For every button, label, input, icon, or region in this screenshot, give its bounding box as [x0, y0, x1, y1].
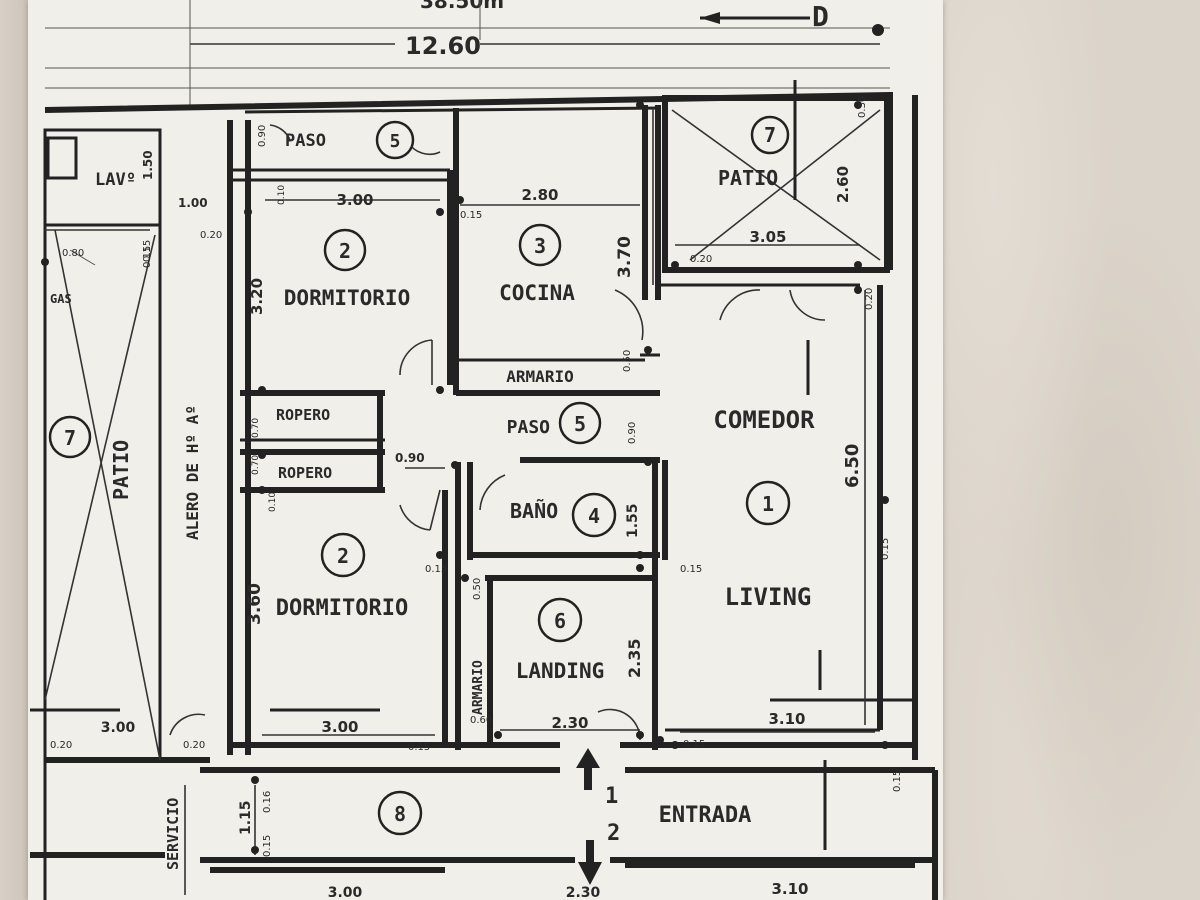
svg-text:0.16: 0.16	[262, 791, 273, 813]
svg-text:0.15: 0.15	[880, 538, 891, 560]
living-label: LIVING	[725, 583, 812, 611]
patio-left-number: 7	[64, 426, 76, 450]
patio-right-number: 7	[764, 123, 776, 147]
cocina-label: COCINA	[499, 281, 575, 305]
svg-text:0.15: 0.15	[683, 739, 705, 750]
ropero2-label: ROPERO	[278, 464, 332, 482]
dim-3-00-bottom: 3.00	[321, 718, 358, 736]
svg-text:0.20: 0.20	[690, 254, 712, 265]
paso-top-label: PASO	[285, 131, 326, 151]
dim-1-15: 1.15	[238, 800, 254, 835]
svg-text:0.60: 0.60	[470, 715, 492, 726]
entry-arrow-1: 1	[605, 784, 618, 809]
dorm1-label: DORMITORIO	[284, 286, 410, 310]
entry-arrows: 1 2	[576, 748, 620, 885]
bano-number: 4	[588, 504, 600, 528]
landing-number: 6	[554, 609, 566, 633]
dim-3-00-foot: 3.00	[328, 885, 363, 900]
dim-3-10-foot: 3.10	[771, 880, 808, 898]
arrow-left-icon	[700, 12, 720, 24]
svg-text:0.15: 0.15	[425, 564, 447, 575]
svg-text:0.20: 0.20	[200, 230, 222, 241]
dorm2-label: DORMITORIO	[276, 596, 408, 621]
landing-label: LANDING	[516, 659, 605, 683]
patio-right-label: PATIO	[718, 166, 778, 190]
svg-text:0.20: 0.20	[183, 740, 205, 751]
living-number: 1	[762, 492, 774, 516]
axis-label-d: D	[812, 0, 829, 33]
svg-text:0.10: 0.10	[268, 492, 278, 512]
entrada-label: ENTRADA	[659, 803, 752, 828]
svg-text:0.10: 0.10	[277, 185, 287, 205]
svg-text:0.15: 0.15	[460, 210, 482, 221]
svg-text:0.15: 0.15	[262, 835, 273, 857]
dim-2-80: 2.80	[521, 186, 558, 204]
entrada-number: 8	[394, 802, 406, 826]
arrow-down-icon	[578, 840, 602, 885]
walls	[30, 80, 938, 900]
wall-thickness-labels: 0.15 0.15 0.15 0.15 0.15 0.15 0.15 0.15 …	[50, 96, 903, 857]
room-labels: PASO 5 7 PATIO LAVº GAS 2 DORMITORIO 3 C…	[50, 123, 815, 870]
dim-2-60: 2.60	[834, 166, 852, 203]
dim-3-20: 3.20	[248, 278, 266, 315]
svg-text:0.90: 0.90	[627, 422, 638, 444]
dim-12-60: 12.60	[405, 32, 481, 60]
armario1-label: ARMARIO	[506, 367, 573, 386]
dim-2-30: 2.30	[551, 714, 588, 732]
dimension-labels: 3.00 2.80 3.70 2.60 3.05 3.20 6.50 1.55 …	[101, 150, 863, 900]
arrow-up-icon	[576, 748, 600, 790]
dim-3-00-left: 3.00	[101, 720, 136, 736]
lav-label: LAVº	[95, 170, 136, 190]
svg-text:0.30: 0.30	[857, 96, 868, 118]
svg-text:0.70: 0.70	[251, 455, 261, 475]
svg-text:0.90: 0.90	[257, 125, 268, 147]
dim-38-50: 38.50m	[420, 0, 504, 13]
dim-1-00: 1.00	[178, 196, 208, 210]
svg-text:0.15: 0.15	[408, 742, 430, 753]
comedor-label: COMEDOR	[713, 406, 815, 434]
svg-text:0.20: 0.20	[864, 288, 875, 310]
svg-text:0.15: 0.15	[680, 564, 702, 575]
svg-text:0.80: 0.80	[62, 248, 84, 259]
dim-3-05: 3.05	[749, 228, 786, 246]
cocina-number: 3	[534, 234, 546, 258]
svg-text:0.15: 0.15	[892, 770, 903, 792]
paper-sheet	[28, 0, 943, 900]
dim-3-70: 3.70	[615, 236, 635, 278]
svg-text:0.70: 0.70	[251, 418, 261, 438]
dorm2-number: 2	[337, 544, 349, 568]
svg-text:0.50: 0.50	[472, 578, 483, 600]
armario2-label: ARMARIO	[471, 660, 486, 715]
dim-1-55: 1.55	[625, 503, 641, 538]
servicio-label: SERVICIO	[164, 798, 182, 870]
dim-1-50: 1.50	[141, 150, 155, 180]
top-dimensions: 12.60 38.50m D	[45, 0, 890, 110]
dim-2-35: 2.35	[625, 639, 644, 678]
paso-top-number: 5	[390, 131, 401, 152]
dorm1-number: 2	[339, 239, 351, 263]
dim-3-60: 3.60	[245, 583, 265, 625]
patio-left-label: PATIO	[109, 440, 133, 500]
dim-0-90: 0.90	[395, 451, 425, 465]
dim-6-50: 6.50	[842, 444, 863, 488]
svg-text:0.15: 0.15	[142, 246, 153, 268]
bano-label: BAÑO	[510, 499, 558, 523]
paso-mid-number: 5	[574, 412, 586, 436]
dim-3-10: 3.10	[768, 710, 805, 728]
paso-mid-label: PASO	[507, 417, 551, 438]
room-number-circles	[48, 115, 791, 836]
dim-2-30-foot: 2.30	[566, 885, 601, 900]
wall-markers	[41, 101, 889, 854]
svg-text:0.50: 0.50	[622, 350, 633, 372]
svg-text:0.15: 0.15	[142, 240, 153, 262]
gas-label: GAS	[50, 292, 72, 306]
entry-arrow-2: 2	[607, 821, 620, 846]
dim-3-00-top: 3.00	[336, 191, 373, 209]
svg-text:0.20: 0.20	[50, 740, 72, 751]
alero-label: ALERO DE Hº Aº	[183, 405, 202, 540]
fabric-background	[905, 0, 1200, 900]
ropero1-label: ROPERO	[276, 406, 330, 424]
